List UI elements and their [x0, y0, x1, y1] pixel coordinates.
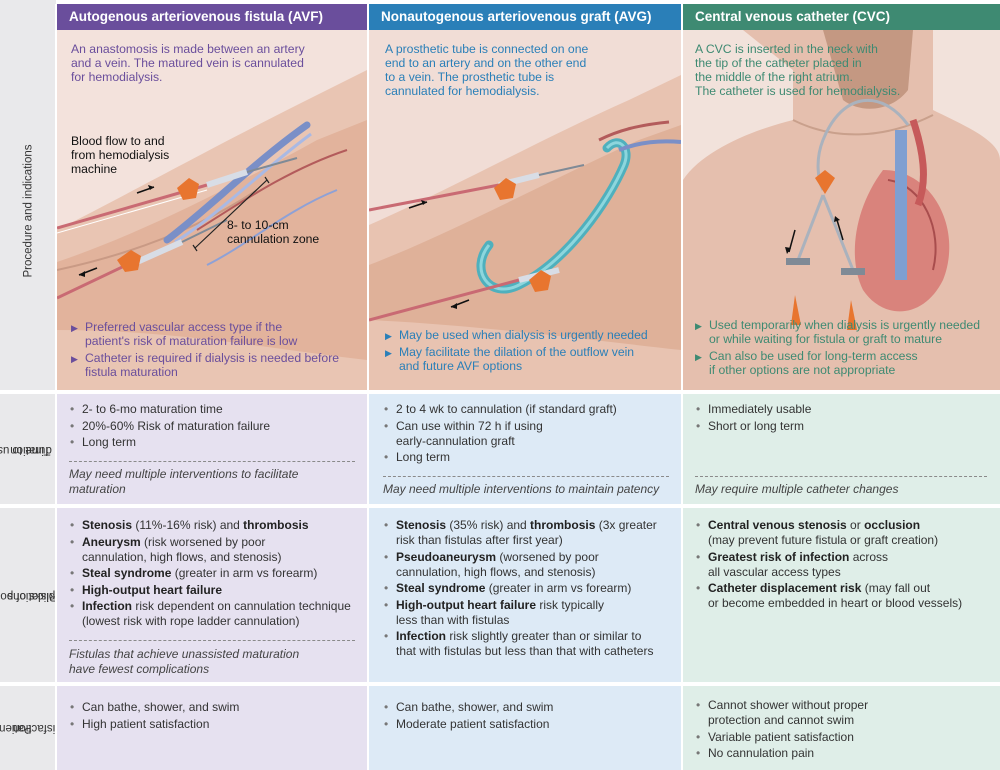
- list-item: Steal syndrome (greater in arm vs forear…: [383, 581, 657, 596]
- avg-risks-cell: Stenosis (35% risk) and thrombosis (3x g…: [369, 508, 681, 684]
- avf-time-note: May need multiple interventions to facil…: [69, 467, 299, 496]
- divider: [383, 476, 669, 477]
- list-item: High-output heart failure: [69, 583, 351, 598]
- row-label-risks: Risks of possiblecomplications: [0, 590, 77, 602]
- list-item: Stenosis (11%-16% risk) and thrombosis: [69, 518, 351, 533]
- list-item: Used temporarily when dialysis is urgent…: [695, 318, 980, 346]
- column-divider: [367, 4, 369, 770]
- list-item: Preferred vascular access type if thepat…: [71, 320, 339, 348]
- divider: [695, 476, 987, 477]
- avg-risks-list: Stenosis (35% risk) and thrombosis (3x g…: [383, 518, 657, 661]
- row-label-procedure: Procedure and indications: [22, 144, 35, 278]
- list-item: 2- to 6-mo maturation time: [69, 402, 270, 417]
- list-item: Stenosis (35% risk) and thrombosis (3x g…: [383, 518, 657, 548]
- divider: [69, 461, 355, 462]
- avf-satisfaction-cell: Can bathe, shower, and swim High patient…: [57, 686, 367, 770]
- avg-indications: May be used when dialysis is urgently ne…: [385, 328, 648, 376]
- list-item: Pseudoaneurysm (worsened by poorcannulat…: [383, 550, 657, 580]
- list-item: Can bathe, shower, and swim: [69, 700, 239, 715]
- divider: [69, 640, 355, 641]
- avf-risks-list: Stenosis (11%-16% risk) and thrombosis A…: [69, 518, 351, 631]
- list-item: May be used when dialysis is urgently ne…: [385, 328, 648, 343]
- list-item: High-output heart failure risk typically…: [383, 598, 657, 628]
- list-item: 2 to 4 wk to cannulation (if standard gr…: [383, 402, 617, 417]
- list-item: No cannulation pain: [695, 746, 868, 761]
- list-item: Immediately usable: [695, 402, 811, 417]
- header-avf: Autogenous arteriovenous fistula (AVF): [57, 4, 367, 30]
- list-item: Infection risk slightly greater than or …: [383, 629, 657, 659]
- list-item: Catheter displacement risk (may fall out…: [695, 581, 962, 611]
- list-item: Aneurysm (risk worsened by poorcannulati…: [69, 535, 351, 565]
- avg-satisfaction-cell: Can bathe, shower, and swim Moderate pat…: [369, 686, 681, 770]
- header-cvc: Central venous catheter (CVC): [683, 4, 1000, 30]
- list-item: Can also be used for long-term accessif …: [695, 349, 980, 377]
- avf-satisfaction-list: Can bathe, shower, and swim High patient…: [69, 700, 239, 733]
- list-item: Can bathe, shower, and swim: [383, 700, 553, 715]
- avg-time-list: 2 to 4 wk to cannulation (if standard gr…: [383, 402, 617, 467]
- avf-time-cell: 2- to 6-mo maturation time 20%-60% Risk …: [57, 394, 367, 506]
- cvc-time-cell: Immediately usable Short or long term Ma…: [683, 394, 1000, 506]
- avf-indications: Preferred vascular access type if thepat…: [71, 320, 339, 382]
- row-divider: [0, 682, 1000, 686]
- list-item: Long term: [69, 435, 270, 450]
- avf-risks-cell: Stenosis (11%-16% risk) and thrombosis A…: [57, 508, 367, 684]
- avf-time-list: 2- to 6-mo maturation time 20%-60% Risk …: [69, 402, 270, 452]
- cvc-time-note: May require multiple catheter changes: [695, 482, 899, 496]
- header-avg: Nonautogenous arteriovenous graft (AVG): [369, 4, 681, 30]
- list-item: 20%-60% Risk of maturation failure: [69, 419, 270, 434]
- list-item: High patient satisfaction: [69, 717, 239, 732]
- avf-description: An anastomosis is made between an artery…: [71, 42, 305, 84]
- list-item: Long term: [383, 450, 617, 465]
- list-item: Catheter is required if dialysis is need…: [71, 351, 339, 379]
- row-label-satisfaction: Patientsatisfaction: [0, 722, 71, 734]
- avf-illustration: An anastomosis is made between an artery…: [57, 30, 367, 390]
- list-item: Moderate patient satisfaction: [383, 717, 553, 732]
- column-divider: [55, 4, 57, 770]
- avg-satisfaction-list: Can bathe, shower, and swim Moderate pat…: [383, 700, 553, 733]
- row-divider: [0, 390, 1000, 394]
- row-divider: [0, 504, 1000, 508]
- list-item: May facilitate the dilation of the outfl…: [385, 345, 648, 373]
- list-item: Steal syndrome (greater in arm vs forear…: [69, 566, 351, 581]
- cvc-indications: Used temporarily when dialysis is urgent…: [695, 318, 980, 380]
- avf-risks-note: Fistulas that achieve unassisted maturat…: [69, 647, 300, 676]
- column-divider: [681, 4, 683, 770]
- avg-time-cell: 2 to 4 wk to cannulation (if standard gr…: [369, 394, 681, 506]
- list-item: Infection risk dependent on cannulation …: [69, 599, 351, 629]
- avg-time-note: May need multiple interventions to maint…: [383, 482, 660, 496]
- row-label-time: Time to usageand duration: [0, 444, 74, 456]
- list-item: Short or long term: [695, 419, 811, 434]
- list-item: Can use within 72 h if usingearly-cannul…: [383, 419, 617, 449]
- cvc-risks-list: Central venous stenosis or occlusion(may…: [695, 518, 962, 613]
- list-item: Central venous stenosis or occlusion(may…: [695, 518, 962, 548]
- cvc-time-list: Immediately usable Short or long term: [695, 402, 811, 435]
- list-item: Variable patient satisfaction: [695, 730, 868, 745]
- row-label-column: [0, 0, 56, 770]
- cvc-risks-cell: Central venous stenosis or occlusion(may…: [683, 508, 1000, 684]
